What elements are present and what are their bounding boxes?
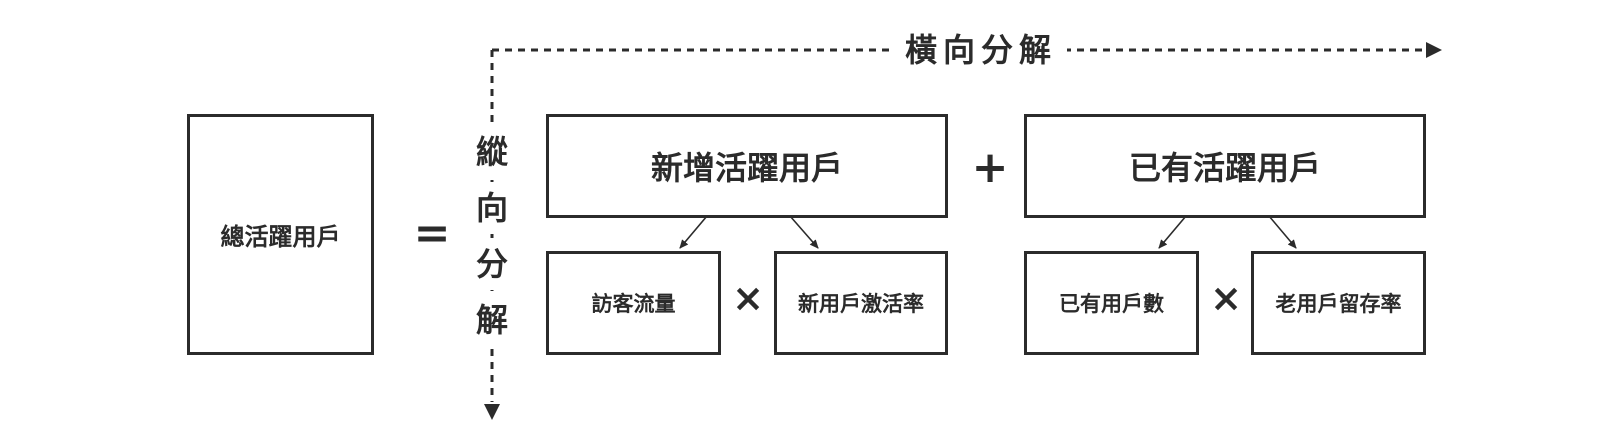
new-user-activation-rate-box: 新用戶激活率 [774, 251, 948, 355]
existing-user-count-box: 已有用戶數 [1024, 251, 1199, 355]
plus-sign: + [971, 142, 1009, 193]
vertical-axis-arrowhead [484, 404, 500, 420]
new-user-activation-rate-label: 新用戶激活率 [798, 292, 924, 316]
visitor-traffic-box: 訪客流量 [546, 251, 721, 355]
vertical-axis-char: 解 [470, 294, 514, 346]
retention-rate-box: 老用戶留存率 [1251, 251, 1426, 355]
vertical-axis-char: 向 [470, 182, 514, 234]
new-active-users-box: 新增活躍用戶 [546, 114, 948, 218]
horizontal-axis-label: 橫向分解 [895, 30, 1068, 70]
arrow-to-visitor-traffic [679, 215, 708, 249]
visitor-traffic-label: 訪客流量 [591, 292, 676, 316]
vertical-axis-char: 縱 [470, 126, 514, 178]
new-active-users-label: 新增活躍用戶 [650, 149, 843, 187]
arrow-to-retention-rate [1268, 215, 1297, 249]
arrow-to-activation-rate [789, 215, 819, 249]
horizontal-axis-arrowhead [1426, 42, 1442, 58]
multiply-sign-new: × [732, 276, 764, 320]
retention-rate-label: 老用戶留存率 [1275, 292, 1402, 316]
total-active-users-box: 總活躍用戶 [187, 114, 374, 355]
existing-user-count-label: 已有用戶數 [1059, 292, 1164, 316]
arrow-to-existing-users [1158, 215, 1187, 249]
vertical-axis-char: 分 [470, 238, 514, 290]
equals-sign: = [413, 208, 451, 259]
multiply-sign-existing: × [1210, 276, 1242, 320]
total-active-users-label: 總活躍用戶 [220, 223, 341, 251]
existing-active-users-box: 已有活躍用戶 [1024, 114, 1426, 218]
existing-active-users-label: 已有活躍用戶 [1128, 149, 1321, 187]
